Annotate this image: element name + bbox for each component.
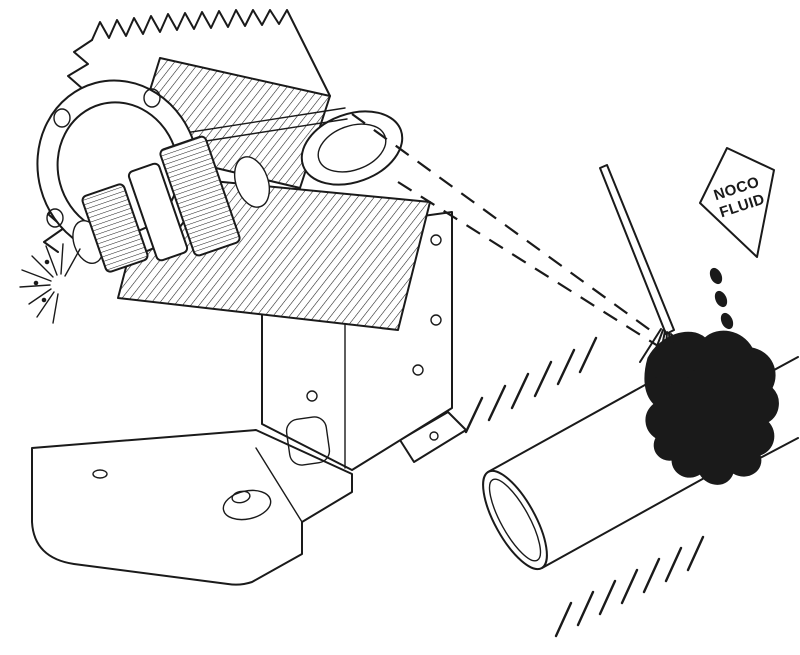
bolt-hole	[412, 364, 424, 376]
bore-outer	[300, 110, 404, 186]
flange-bolt-hole	[53, 108, 71, 128]
winch-machine-illustration	[19, 9, 467, 586]
bearing-face	[233, 156, 271, 208]
flange-bolt-hole	[143, 88, 161, 108]
base-hole-inner	[231, 490, 251, 504]
bolt-hole	[430, 234, 442, 246]
base-edge-line	[255, 447, 303, 523]
bore-inner	[317, 123, 387, 173]
fluid-drop	[720, 312, 734, 330]
leader-lines	[351, 113, 659, 347]
jagged-top-edge	[91, 9, 331, 97]
fluid-tag-shape	[699, 147, 775, 258]
gear-large	[159, 135, 241, 257]
shaft-end-face-inner	[488, 478, 542, 562]
brush-handle	[599, 164, 675, 335]
brush-bristles	[639, 328, 695, 385]
leader-line-upper	[351, 113, 651, 331]
shaft-continuation-bottom	[759, 437, 799, 459]
fluid-drop	[709, 267, 723, 285]
bearing-bore	[300, 110, 404, 186]
flange-bolt-hole	[46, 208, 64, 228]
foot-bolt-hole	[429, 431, 439, 441]
fluid-tag: NOCO FLUID	[699, 147, 775, 258]
emphasis-marks-upper	[464, 336, 598, 434]
fluid-drops	[709, 267, 734, 330]
housing-notch	[285, 416, 331, 466]
bolt-hole	[306, 390, 318, 402]
gear-spacer	[127, 162, 189, 262]
gear-stack	[72, 135, 271, 273]
base-outline	[31, 429, 353, 586]
applicator-brush	[599, 164, 695, 385]
gear-small	[81, 183, 149, 273]
fluid-drop	[714, 290, 728, 308]
leader-line-lower	[397, 181, 659, 347]
shaft-end-face-outer	[482, 469, 548, 571]
burst-marks	[19, 243, 81, 324]
base-plate	[31, 429, 353, 586]
base-small-hole	[92, 469, 108, 479]
bolt-hole	[430, 314, 442, 326]
emphasis-marks-lower	[554, 535, 705, 638]
